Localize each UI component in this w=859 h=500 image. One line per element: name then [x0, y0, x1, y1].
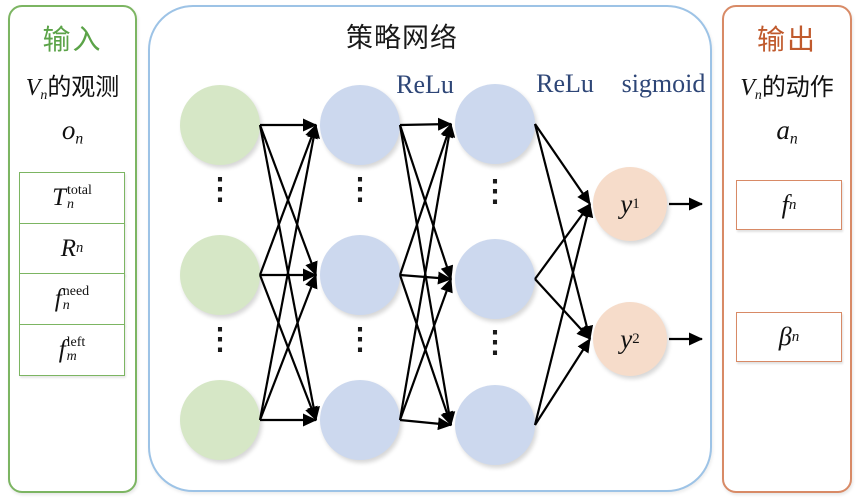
hidden1-node-1 — [320, 85, 400, 165]
edges-layer3-to-output — [533, 123, 594, 426]
hidden2-node-1 — [455, 84, 535, 164]
activation-label-relu-2: ReLu — [536, 69, 594, 98]
hidden1-ellipsis-2: ⋮ — [345, 323, 375, 356]
input-node-1 — [180, 85, 260, 165]
output-action-label: Vn的动作 — [740, 75, 834, 103]
input-panel-title: 输入 — [42, 25, 103, 56]
hidden2-ellipsis-1: ⋮ — [480, 175, 510, 208]
output-arrows — [669, 197, 703, 346]
edges-layer2-to-layer3 — [398, 117, 456, 431]
output-symbol: an — [776, 115, 798, 148]
input-layer-ellipsis-2: ⋮ — [205, 323, 235, 356]
hidden1-node-3 — [320, 380, 400, 460]
input-symbol: on — [61, 115, 84, 148]
input-node-2 — [180, 235, 260, 315]
edges-layer1-to-layer2 — [258, 118, 320, 427]
input-observation-label: Vn的观测 — [25, 75, 120, 103]
input-node-3 — [180, 380, 260, 460]
hidden1-node-2 — [320, 235, 400, 315]
hidden2-node-2 — [455, 239, 535, 319]
network-edges — [258, 117, 703, 431]
input-layer-ellipsis-1: ⋮ — [205, 173, 235, 206]
activation-label-sigmoid: sigmoid — [621, 69, 706, 98]
output-panel-title: 输出 — [756, 25, 817, 56]
hidden2-ellipsis-2: ⋮ — [480, 326, 510, 359]
activation-label-relu-1: ReLu — [396, 70, 454, 99]
policy-network-title: 策略网络 — [346, 23, 458, 53]
hidden1-ellipsis-1: ⋮ — [345, 173, 375, 206]
hidden2-node-3 — [455, 385, 535, 465]
